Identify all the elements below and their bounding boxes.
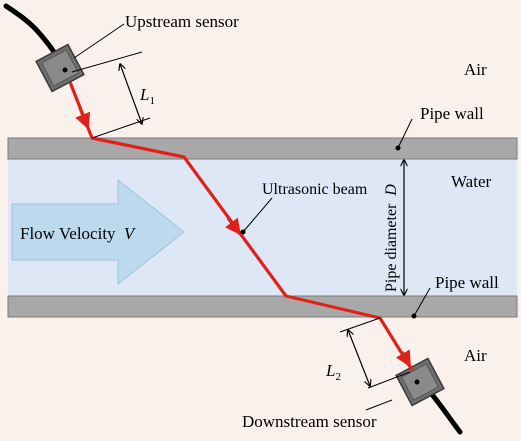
l2-label: L2 <box>325 361 341 383</box>
pipe-wall-bottom-dot <box>411 313 417 319</box>
pipe-wall-top-dot <box>395 145 401 151</box>
l2-extension-line-bottom <box>367 371 411 389</box>
pipe-wall-bottom-label: Pipe wall <box>435 273 499 292</box>
beam-arrow-3 <box>395 349 412 368</box>
upstream-sensor-dot <box>62 67 68 73</box>
upstream-sensor-label: Upstream sensor <box>125 12 239 31</box>
l2-dimension-arrow <box>348 330 370 386</box>
pipe-diameter-label: Pipe diameter D <box>383 184 400 292</box>
l1-extension-line-top <box>71 51 143 73</box>
flow-velocity-label: Flow Velocity V <box>20 224 137 243</box>
water-label: Water <box>451 172 491 191</box>
flow-velocity-arrow <box>11 178 185 286</box>
upstream-sensor-leader <box>73 23 125 59</box>
beam-arrow-1 <box>75 107 91 130</box>
l1-dimension-arrow <box>120 64 142 124</box>
downstream-sensor <box>395 357 445 407</box>
ultrasonic-beam-leader <box>242 197 273 233</box>
upstream-sensor <box>35 43 85 93</box>
pipe-wall-top-leader <box>397 118 413 149</box>
beam-arrow-2 <box>224 217 242 236</box>
ultrasonic-beam-label: Ultrasonic beam <box>262 181 368 198</box>
ultrasonic-beam-dot <box>240 229 246 235</box>
air-bottom-label: Air <box>464 346 487 365</box>
downstream-sensor-dot <box>414 379 420 385</box>
pipe-wall-top <box>7 137 518 160</box>
air-top-label: Air <box>464 60 487 79</box>
downstream-sensor-leader <box>365 399 393 411</box>
downstream-sensor-label: Downstream sensor <box>242 412 377 431</box>
upstream-cable <box>3 3 57 55</box>
pipe-wall-bottom-leader <box>413 287 431 317</box>
pipe-wall-bottom <box>7 295 518 318</box>
l1-label: L1 <box>139 85 155 107</box>
pipe-wall-top-label: Pipe wall <box>420 104 484 123</box>
